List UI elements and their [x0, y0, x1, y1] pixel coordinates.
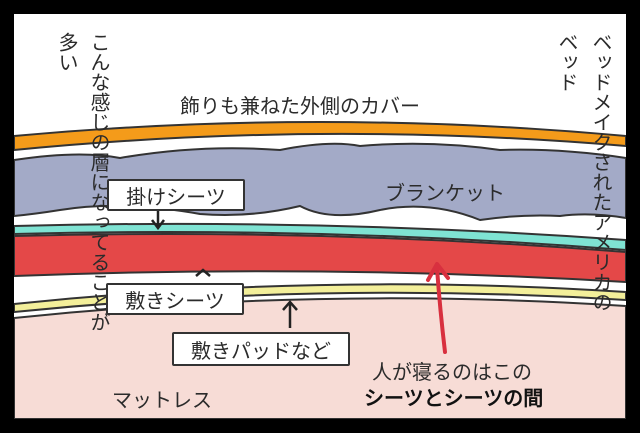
mattress-label: マットレス: [112, 388, 212, 412]
pad-label-box: 敷きパッドなど: [172, 332, 350, 366]
top-sheet-label-box: 掛けシーツ: [107, 179, 245, 211]
bottom-sheet-arrow-icon: [195, 268, 211, 277]
blanket-label: ブランケット: [385, 181, 505, 205]
pad-arrow-icon: [282, 300, 298, 328]
sleep-caption-line1: 人が寝るのはこの: [372, 360, 532, 384]
top-sheet-label: 掛けシーツ: [126, 184, 226, 209]
cover-layer: [14, 121, 626, 152]
sleeper-layer: [14, 233, 626, 284]
right-vertical-text-col2: ベッド: [555, 32, 579, 92]
right-vertical-text-col1: ベッドメイクされたアメリカの: [589, 32, 613, 312]
left-vertical-text-col2: 多い: [55, 32, 79, 72]
top-sheet-arrow-icon: [151, 210, 165, 231]
left-vertical-text-col1: こんな感じの層になってることが: [87, 32, 111, 332]
pad-label: 敷きパッドなど: [191, 338, 331, 363]
top-sheet-layer: [14, 222, 626, 252]
cover-label: 飾りも兼ねた外側のカバー: [180, 94, 420, 118]
bottom-sheet-label-box: 敷きシーツ: [106, 283, 244, 315]
bottom-sheet-label: 敷きシーツ: [125, 288, 225, 313]
sleep-caption-line2: シーツとシーツの間: [364, 386, 544, 410]
sleeper-arrow-icon: [426, 262, 450, 354]
